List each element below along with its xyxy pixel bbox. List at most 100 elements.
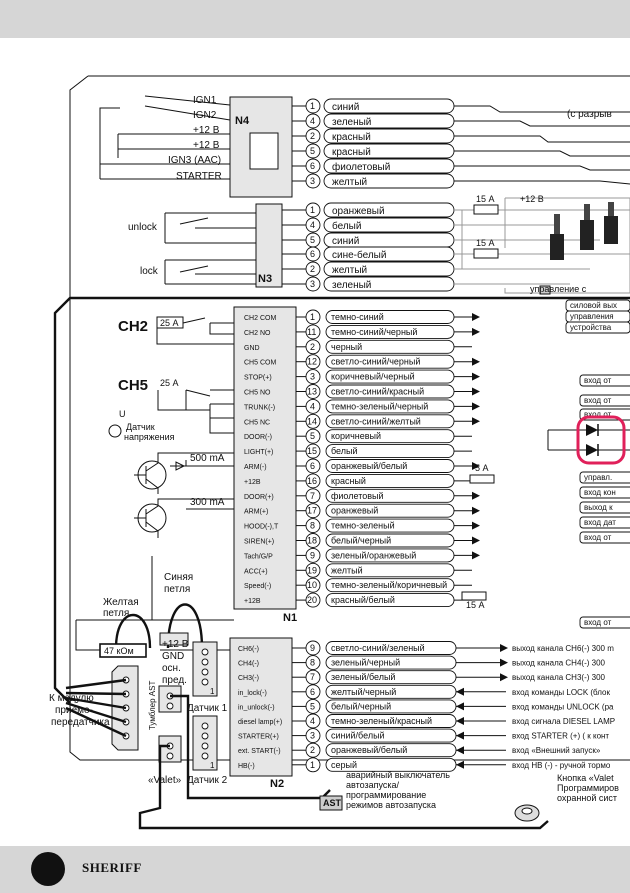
n2-pin — [305, 713, 321, 729]
signal-arrow — [456, 687, 464, 696]
n1-pin-number: 10 — [307, 580, 317, 590]
n1-connector — [233, 306, 297, 610]
destination-box — [579, 501, 630, 514]
n1-pin — [305, 339, 321, 355]
brand-logo — [31, 852, 65, 886]
n1-pin-number: 1 — [310, 312, 315, 322]
n2-description: вход команды UNLOCK (ра — [512, 702, 614, 711]
destination-box — [579, 516, 630, 529]
n1-wire-color: красный/белый — [331, 595, 395, 605]
n1-pin — [305, 324, 321, 340]
destination-label: вход дат — [584, 518, 616, 527]
n1-pin — [305, 428, 321, 444]
n1-pin-number: 19 — [307, 565, 317, 575]
yellow-loop-label: петля — [103, 608, 129, 619]
n1-wire-color: темно-синий — [331, 312, 384, 322]
n1-pin-number: 16 — [307, 476, 317, 486]
destination-label: вход от — [584, 410, 612, 419]
n1-pin — [305, 443, 321, 459]
destination-box — [579, 486, 630, 499]
n4-signal: IGN1 — [193, 95, 217, 106]
n2-pin — [305, 728, 321, 744]
n4-pin-number: 4 — [310, 116, 315, 126]
n1-wire-color: коричневый — [331, 431, 381, 441]
emergency-label: аварийный выключатель — [346, 770, 450, 780]
signal-arrow — [472, 521, 480, 530]
fuse-label: 5 А — [475, 463, 489, 473]
n1-signal: CH5 NO — [244, 390, 271, 397]
fuse-15a-1 — [473, 204, 499, 215]
blue-loop-label: Синяя — [164, 572, 193, 583]
fuse-label: 15 А — [476, 194, 495, 204]
n1-signal: +12В — [244, 479, 261, 486]
n4-wire-color: красный — [332, 147, 371, 158]
n1-wire-color: темно-зеленый — [331, 521, 395, 531]
n2-pin-number: 9 — [310, 643, 315, 653]
relay-section: CH2 CH5 25 А 25 А — [118, 316, 234, 434]
n4-signal: STARTER — [176, 171, 222, 182]
n3-pins: 1 оранжевый 4 белый 5 синий 6 сине-белый… — [282, 202, 455, 292]
n1-pin-number: 11 — [307, 327, 316, 337]
n1-pin-number: 17 — [307, 506, 317, 516]
n4-wire-color: синий — [332, 102, 359, 113]
bottom-devices: AST аварийный выключатель автозапуска/ п… — [319, 770, 619, 822]
n2-pin-number: 6 — [310, 687, 315, 697]
n3-wire-color: синий — [332, 236, 359, 247]
n4-wire-color: красный — [332, 132, 371, 143]
n4-relay — [249, 132, 279, 170]
signal-arrow — [456, 760, 464, 769]
fuse-5a — [469, 474, 495, 484]
n1-pin — [305, 354, 321, 370]
n3-wire-color: желтый — [332, 265, 367, 276]
n1-pin — [305, 473, 321, 489]
n2-description: выход канала CH4(-) 300 — [512, 659, 606, 668]
n2-wire-color: светло-синий/зеленый — [331, 643, 425, 653]
n2-connector — [229, 637, 293, 777]
signal-arrow — [472, 313, 480, 321]
n2-wire-color: белый/черный — [331, 701, 391, 711]
n4-pin-number: 6 — [310, 161, 315, 171]
yellow-loop-label: Желтая — [103, 597, 139, 608]
n2-signal: CH6(-) — [238, 646, 259, 653]
n2-pin-number: 4 — [310, 716, 315, 726]
n2-wire-color: серый — [331, 760, 357, 770]
top-band — [0, 0, 630, 38]
n1-signal: ARM(-) — [244, 464, 267, 471]
n3-pin-number: 4 — [310, 220, 315, 230]
n1-pin-number: 5 — [310, 431, 315, 441]
n3-signal-unlock: unlock — [128, 222, 158, 233]
n1-wire-color: черный — [331, 342, 362, 352]
n2-pin-number: 7 — [310, 672, 315, 682]
n2-pin — [305, 669, 321, 685]
n2-wire-color: зеленый/черный — [331, 658, 400, 668]
n4-group: N4 IGN1 IGN2 +12 В +12 В IGN3 (ААС) STAR… — [99, 95, 630, 198]
n3-pin-number: 6 — [310, 249, 315, 259]
n3-wire-color: белый — [332, 220, 361, 232]
n1-wire-color: белый/черный — [331, 536, 391, 546]
n3-pin-number: 3 — [310, 279, 315, 289]
n2-description: вход НВ (-) - ручной тормо — [512, 761, 611, 770]
n1-pin — [305, 533, 321, 548]
n2-wire-color: зеленый/белый — [331, 672, 395, 682]
n2-signal: STARTER(+) — [238, 734, 279, 741]
n1-signal: SIREN(+) — [244, 539, 274, 546]
fuse-label: 15 А — [476, 238, 495, 248]
n1-wire-color: светло-синий/желтый — [331, 416, 421, 426]
sensor2-label: Датчик 2 — [187, 775, 228, 786]
n1-signal: +12В — [244, 598, 261, 605]
power-label: +12 В — [162, 639, 189, 650]
n1-signal: GND — [244, 345, 260, 352]
n1-pin — [305, 398, 321, 414]
n3-right-label: управление с — [530, 284, 587, 294]
harness-bus — [53, 296, 630, 704]
n1-pin — [305, 562, 321, 578]
signal-arrow — [500, 644, 508, 652]
transistor-2-leads — [134, 498, 234, 538]
n1-pin-number: 8 — [310, 521, 315, 531]
signal-arrow — [472, 387, 480, 396]
resistor — [99, 643, 147, 658]
emergency-label: программирование — [346, 790, 426, 800]
